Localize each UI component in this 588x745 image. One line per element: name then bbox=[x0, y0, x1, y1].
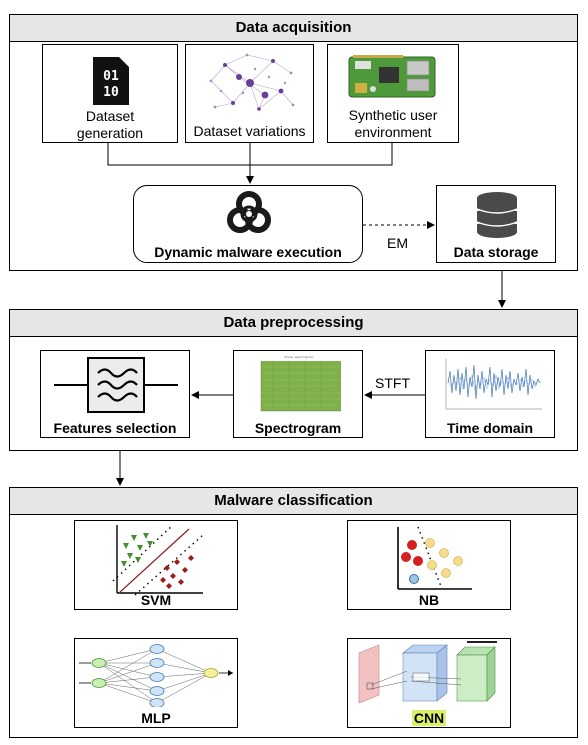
filter-icon bbox=[54, 357, 178, 413]
svg-text:01: 01 bbox=[103, 69, 119, 84]
data-storage-label: Data storage bbox=[453, 244, 539, 260]
stft-label: STFT bbox=[375, 375, 410, 391]
nb-label: NB bbox=[418, 592, 440, 608]
nb-box: NB bbox=[347, 520, 511, 610]
circuit-board-icon bbox=[348, 55, 436, 98]
dataset-generation-label: Dataset generation bbox=[76, 108, 144, 141]
mlp-network-icon bbox=[79, 644, 233, 707]
mlp-box: MLP bbox=[74, 638, 238, 728]
svm-plot-icon bbox=[112, 524, 204, 596]
cnn-label: CNN bbox=[348, 710, 510, 727]
dataset-generation-box: 01 10 Dataset generation bbox=[42, 44, 178, 143]
dataset-variations-label: Dataset variations bbox=[193, 123, 306, 139]
cnn-architecture-icon bbox=[358, 641, 497, 704]
svg-text:10: 10 bbox=[103, 85, 119, 100]
spectrogram-box: Power spectrogram Spectrogram bbox=[233, 350, 363, 438]
time-domain-label: Time domain bbox=[446, 420, 534, 436]
biohazard-icon bbox=[227, 191, 271, 233]
synthetic-env-label: Synthetic user environment bbox=[348, 107, 438, 140]
data-preprocessing-title: Data preprocessing bbox=[10, 310, 577, 337]
time-domain-plot bbox=[445, 359, 542, 410]
dataset-variations-box: Dataset variations bbox=[185, 44, 314, 143]
synthetic-env-box: Synthetic user environment bbox=[327, 44, 459, 143]
svm-label: SVM bbox=[140, 592, 172, 608]
nb-plot-icon bbox=[397, 526, 472, 590]
data-storage-box: Data storage bbox=[436, 185, 556, 263]
spectrogram-image: Power spectrogram bbox=[260, 355, 341, 412]
mlp-label: MLP bbox=[141, 710, 171, 726]
svg-text:Power spectrogram: Power spectrogram bbox=[284, 355, 313, 359]
malware-classification-title: Malware classification bbox=[10, 488, 577, 515]
features-selection-label: Features selection bbox=[53, 420, 177, 436]
em-label: EM bbox=[387, 235, 408, 251]
data-acquisition-title: Data acquisition bbox=[10, 15, 577, 42]
time-domain-box: Time domain bbox=[425, 350, 555, 438]
dynamic-execution-box: Dynamic malware execution bbox=[133, 185, 363, 263]
features-selection-box: Features selection bbox=[40, 350, 190, 438]
cnn-box: CNN bbox=[347, 638, 511, 728]
database-icon bbox=[476, 192, 518, 238]
dynamic-execution-label: Dynamic malware execution bbox=[154, 244, 342, 260]
network-graph-icon bbox=[209, 53, 295, 111]
svm-box: SVM bbox=[74, 520, 238, 610]
file-binary-icon: 01 10 bbox=[93, 57, 129, 105]
cnn-label-text: CNN bbox=[411, 710, 447, 726]
spectrogram-label: Spectrogram bbox=[254, 420, 342, 436]
